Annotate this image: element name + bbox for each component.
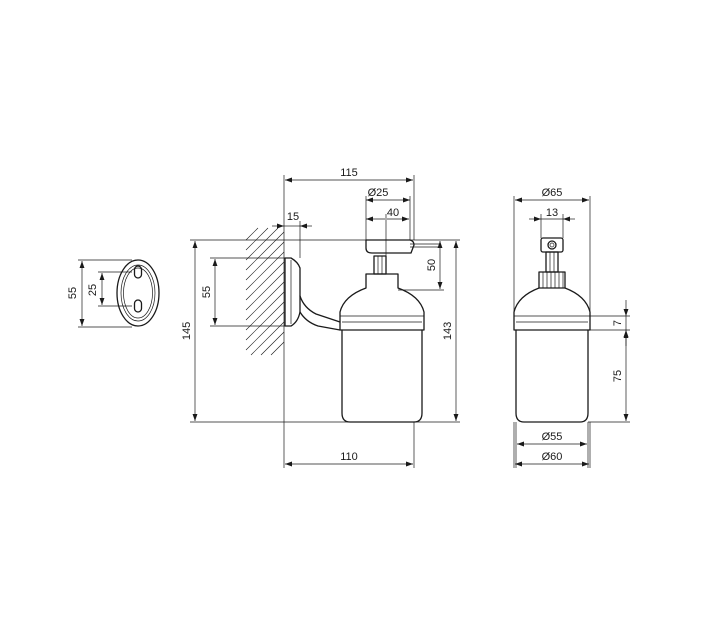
wall-plate-outer xyxy=(116,259,160,327)
dim-label-body-height: 143 xyxy=(442,322,454,340)
front-collar-ribbed xyxy=(538,271,566,289)
bottle-glass xyxy=(341,329,423,423)
mount-hole-bottom xyxy=(133,299,143,313)
pump-neck xyxy=(373,255,387,275)
mount-hole-top xyxy=(133,265,143,279)
dim-label-total-height: 145 xyxy=(181,322,193,340)
dim-label-mount-height: 55 xyxy=(67,287,79,299)
dim-label-side-pump-width: 13 xyxy=(546,207,558,219)
wall-hatch xyxy=(245,227,285,356)
dim-label-side-glass-diameter: Ø55 xyxy=(542,431,563,443)
dim-label-total-depth: 115 xyxy=(340,167,358,179)
bottle-collar xyxy=(339,273,425,331)
dim-label-pump-height: 50 xyxy=(426,259,438,271)
dim-label-side-glass-height: 75 xyxy=(612,370,624,382)
front-bottle-glass xyxy=(515,329,589,423)
wall-plate-rim xyxy=(123,267,153,319)
wall-plate-inner xyxy=(120,264,156,322)
wall-plate-view: 55 25 xyxy=(67,259,160,328)
pump-head xyxy=(365,239,415,254)
dim-label-side-base-diameter: Ø60 xyxy=(542,451,563,463)
dim-label-side-top-diameter: Ø65 xyxy=(542,187,563,199)
wall-bracket xyxy=(284,257,301,327)
dim-label-wall-mount-height: 55 xyxy=(201,286,213,298)
dim-label-pump-diameter: Ø25 xyxy=(368,187,389,199)
dim-label-hole-spacing: 25 xyxy=(87,284,99,296)
dim-label-wall-offset: 15 xyxy=(287,211,299,223)
front-view: Ø65 13 7 75 Ø55 Ø60 xyxy=(513,187,630,468)
dim-label-side-collar-height: 7 xyxy=(612,320,624,326)
bracket-arm xyxy=(299,295,341,323)
front-pump-head xyxy=(540,237,564,253)
dim-label-nozzle-length: 40 xyxy=(387,207,399,219)
dim-label-bottom-depth: 110 xyxy=(340,451,358,463)
front-pump-neck xyxy=(545,251,559,273)
side-profile-view: 115 Ø25 40 15 145 55 50 143 110 xyxy=(181,167,460,468)
front-bottle-shoulder xyxy=(513,287,591,331)
front-pump-button-icon xyxy=(547,240,557,250)
